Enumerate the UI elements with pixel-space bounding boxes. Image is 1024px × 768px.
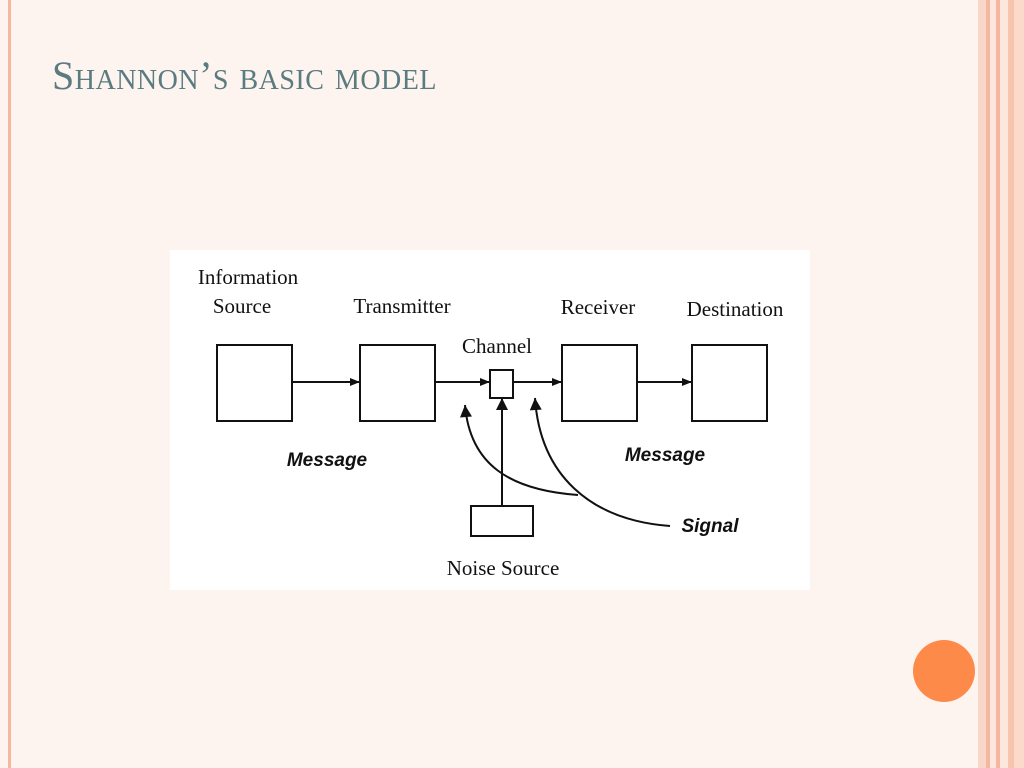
right-band-7 xyxy=(1014,0,1024,768)
right-band-6 xyxy=(1008,0,1014,768)
receiver-label: Receiver xyxy=(561,295,636,319)
right-band-1 xyxy=(978,0,986,768)
right-band-2 xyxy=(986,0,990,768)
message-label-left: Message xyxy=(287,450,368,471)
right-band-4 xyxy=(996,0,1000,768)
information-source-label-line1: Information xyxy=(198,265,299,289)
diagram-svg: Information Source Transmitter Channel R… xyxy=(198,265,784,580)
message-label-right: Message xyxy=(625,445,706,466)
transmitter-box xyxy=(359,344,436,422)
shannon-model-diagram: Information Source Transmitter Channel R… xyxy=(170,250,810,590)
information-source-box xyxy=(216,344,293,422)
signal-label: Signal xyxy=(681,516,739,537)
noise-source-label: Noise Source xyxy=(447,556,560,580)
slide-title: Shannon’s basic model xyxy=(52,53,437,98)
information-source-label-line2: Source xyxy=(213,294,271,318)
channel-box xyxy=(489,369,514,399)
channel-label: Channel xyxy=(462,334,532,358)
right-band-5 xyxy=(1000,0,1008,768)
noise-source-box xyxy=(470,505,534,537)
signal-arrow-left xyxy=(460,404,579,496)
right-band-3 xyxy=(990,0,996,768)
left-decorative-stripe xyxy=(8,0,11,768)
destination-label: Destination xyxy=(687,297,784,321)
destination-box xyxy=(691,344,768,422)
orange-decorative-circle xyxy=(913,640,975,702)
transmitter-label: Transmitter xyxy=(353,294,450,318)
signal-arrow-right xyxy=(529,397,671,527)
receiver-box xyxy=(561,344,638,422)
